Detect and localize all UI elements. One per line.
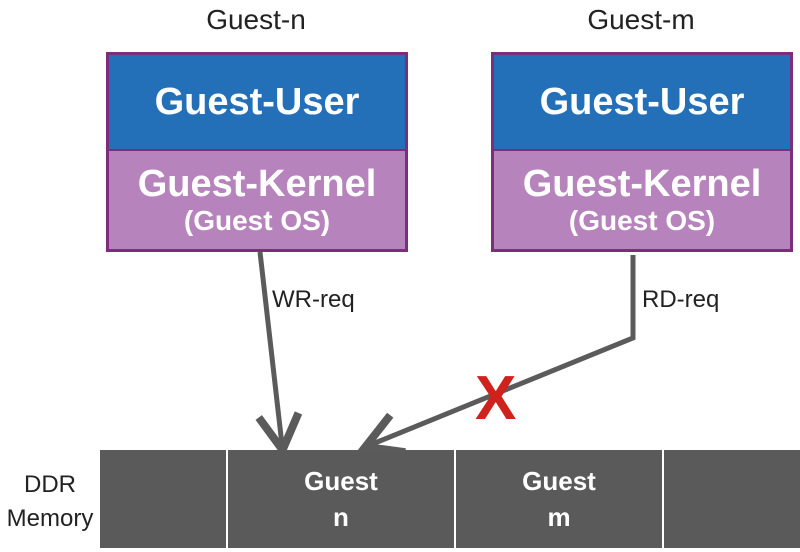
guest-n-box: Guest-User Guest-Kernel (Guest OS) xyxy=(106,52,408,252)
ddr-memory-label: DDR Memory xyxy=(0,468,100,536)
guest-m-user-layer: Guest-User xyxy=(494,55,790,151)
guest-m-kernel-layer: Guest-Kernel (Guest OS) xyxy=(494,151,790,249)
memory-cell-free-right xyxy=(664,450,800,548)
ddr-label-line1: DDR xyxy=(24,471,76,498)
guest-m-kernel-subtitle: (Guest OS) xyxy=(568,205,716,236)
guest-m-label: Guest-m xyxy=(587,4,695,35)
blocked-cross-icon: X xyxy=(475,364,517,433)
guest-n-kernel-subtitle: (Guest OS) xyxy=(183,205,331,236)
ddr-label-line2: Memory xyxy=(6,505,94,532)
guest-n-user-layer: Guest-User xyxy=(109,55,405,151)
wr-req-arrow xyxy=(255,251,303,458)
wr-req-label: WR-req xyxy=(272,286,355,313)
memory-cell-line1: Guest xyxy=(522,466,596,496)
rd-req-arrow xyxy=(357,255,636,457)
guest-m-box: Guest-User Guest-Kernel (Guest OS) xyxy=(491,52,793,252)
memory-cell-free-left xyxy=(100,450,228,548)
memory-cell-guest-n: Guest n xyxy=(228,450,456,548)
guest-n-label: Guest-n xyxy=(206,4,306,35)
guest-m-kernel-title: Guest-Kernel xyxy=(522,163,762,205)
memory-cell-guest-m: Guest m xyxy=(456,450,664,548)
memory-cell-line2: n xyxy=(333,502,349,532)
memory-cell-line1: Guest xyxy=(304,466,378,496)
ddr-memory-bar: Guest n Guest m xyxy=(100,450,800,548)
memory-cell-line2: m xyxy=(547,502,571,532)
guest-n-kernel-title: Guest-Kernel xyxy=(137,163,377,205)
guest-n-kernel-layer: Guest-Kernel (Guest OS) xyxy=(109,151,405,249)
rd-req-label: RD-req xyxy=(642,286,720,313)
